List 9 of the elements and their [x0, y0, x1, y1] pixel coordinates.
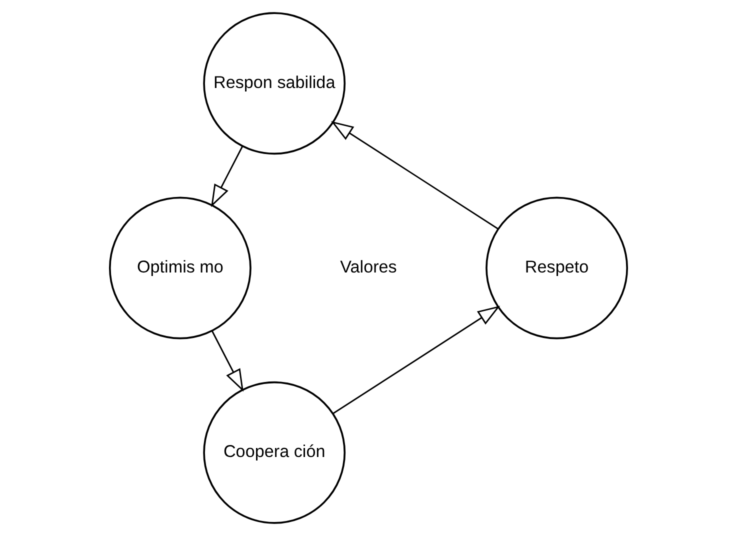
node-circle: Respon sabilida: [202, 12, 346, 155]
arrow: [330, 121, 498, 230]
node-circle: Optimis mo: [108, 196, 251, 340]
arrow: [210, 146, 243, 208]
node-circle: Coopera ción: [202, 381, 346, 524]
node-circle: Respeto: [485, 196, 628, 340]
label: Valores: [340, 258, 396, 277]
arrow: [210, 330, 244, 392]
arrow: [332, 306, 500, 414]
